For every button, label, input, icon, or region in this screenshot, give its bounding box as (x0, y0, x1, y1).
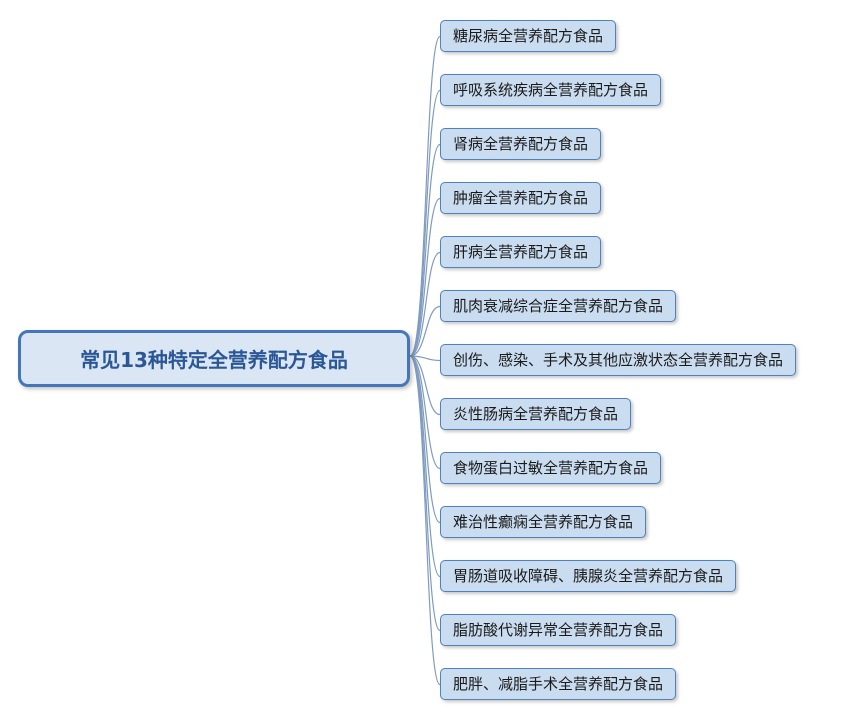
connector (409, 35, 441, 357)
connector (409, 89, 441, 357)
branch-node[interactable]: 脂肪酸代谢异常全营养配方食品 (440, 614, 677, 646)
branch-node[interactable]: 肥胖、减脂手术全营养配方食品 (440, 668, 677, 700)
branch-node[interactable]: 肾病全营养配方食品 (440, 128, 602, 160)
connector (409, 305, 441, 357)
branch-node[interactable]: 创伤、感染、手术及其他应激状态全营养配方食品 (440, 344, 797, 376)
root-node[interactable]: 常见13种特定全营养配方食品 (18, 330, 410, 387)
connector (409, 355, 441, 470)
connector (409, 143, 441, 357)
connector (409, 355, 441, 362)
branch-node[interactable]: 胃肠道吸收障碍、胰腺炎全营养配方食品 (440, 560, 737, 592)
connector (409, 355, 441, 578)
branch-node[interactable]: 难治性癫痫全营养配方食品 (440, 506, 647, 538)
connector (409, 355, 441, 524)
connector (409, 355, 441, 686)
connector (409, 251, 441, 357)
branch-node[interactable]: 炎性肠病全营养配方食品 (440, 398, 632, 430)
branch-node[interactable]: 呼吸系统疾病全营养配方食品 (440, 74, 662, 106)
branch-node[interactable]: 糖尿病全营养配方食品 (440, 20, 617, 52)
branch-node[interactable]: 食物蛋白过敏全营养配方食品 (440, 452, 662, 484)
branch-node[interactable]: 肿瘤全营养配方食品 (440, 182, 602, 214)
connector (409, 355, 441, 416)
connector (409, 197, 441, 357)
branch-node[interactable]: 肌肉衰减综合症全营养配方食品 (440, 290, 677, 322)
branch-node[interactable]: 肝病全营养配方食品 (440, 236, 602, 268)
